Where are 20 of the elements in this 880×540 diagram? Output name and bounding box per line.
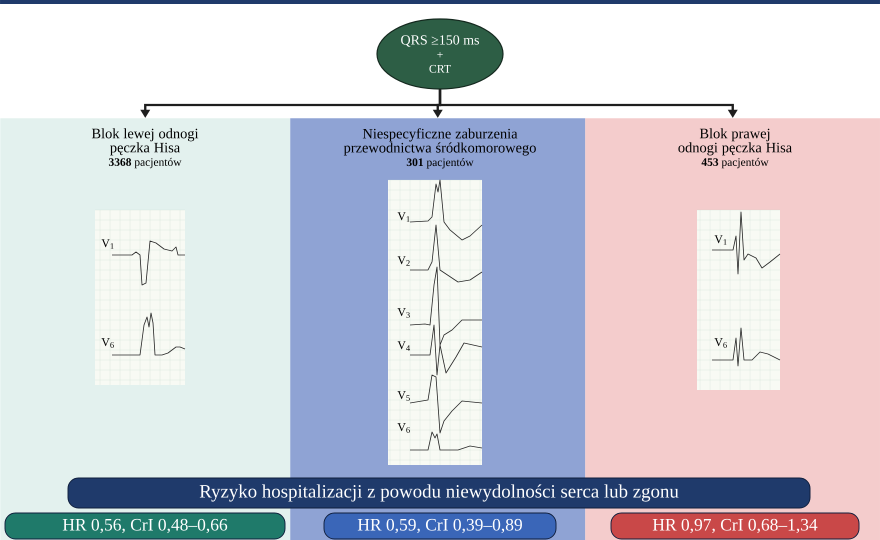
lead-label: V$_{5}$ (397, 391, 410, 401)
panel-heading: Blok prawej odnogi pęczka Hisa (678, 128, 792, 156)
patient-count: 3368 pacjentów (108, 158, 182, 168)
lead-label: V$_{1}$ (101, 239, 114, 249)
hazard-ratio-box: HR 0,97, CrI 0,68–1,34 (610, 512, 860, 540)
lead-label: V$_{6}$ (397, 423, 410, 433)
hazard-ratio-box: HR 0,59, CrI 0,39–0,89 (324, 512, 556, 540)
panel-heading: Blok lewej odnogi pęczka Hisa (92, 128, 198, 156)
lead-label: V$_{3}$ (397, 308, 410, 318)
patient-count: 301 pacjentów (406, 158, 474, 168)
lead-label: V$_{2}$ (397, 256, 410, 266)
patient-count: 453 pacjentów (702, 158, 769, 168)
result-banner: Ryzyko hospitalizacji z powodu niewydolności serca lub zgonu (68, 478, 810, 508)
lead-label: V$_{1}$ (714, 235, 727, 245)
lead-label: V$_{1}$ (397, 212, 410, 222)
lead-label: V$_{4}$ (397, 341, 410, 351)
hazard-ratio-box: HR 0,56, CrI 0,48–0,66 (4, 512, 286, 540)
lead-label: V$_{6}$ (101, 338, 114, 348)
panel-heading: Niespecyficzne zaburzenia przewodnictwa śródkomorowego (344, 128, 536, 156)
lead-label: V$_{6}$ (714, 338, 727, 348)
